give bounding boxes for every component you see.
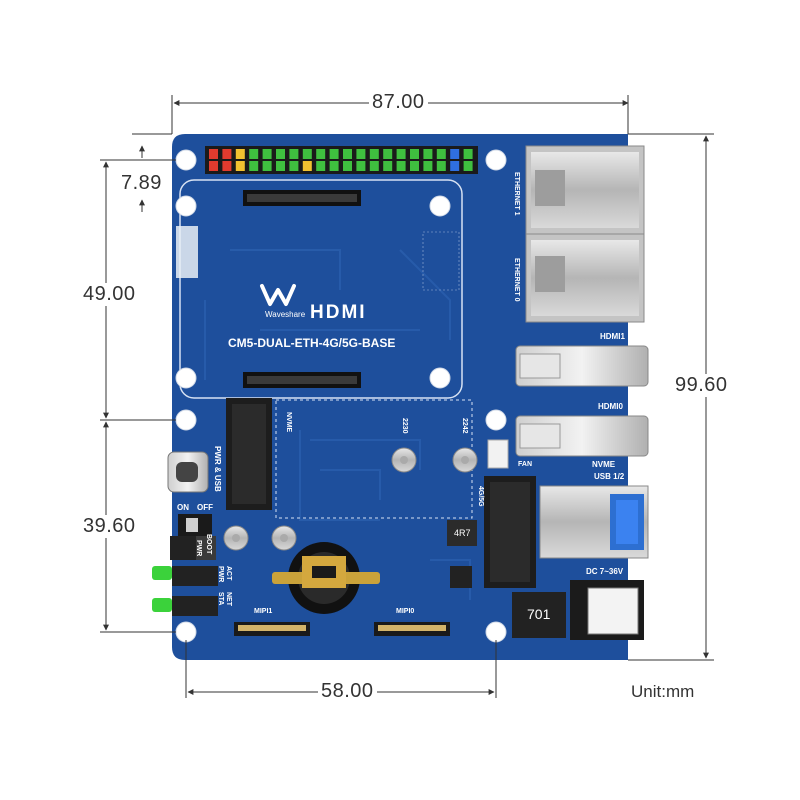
led-act xyxy=(152,566,218,586)
gpio-pin xyxy=(436,149,446,159)
waveshare-logo xyxy=(260,284,296,306)
gpio-pin xyxy=(329,149,339,159)
pwr-btn-label: PWR xyxy=(195,540,202,557)
unit-label: Unit:mm xyxy=(631,682,695,701)
dc-jack xyxy=(570,580,644,640)
pwr-button xyxy=(196,536,216,560)
hdmi0-port xyxy=(515,415,649,457)
gpio-pin xyxy=(369,161,379,171)
mipi1-label: MIPI1 xyxy=(254,608,273,615)
gpio-pin xyxy=(262,161,272,171)
gpio-pin xyxy=(209,161,218,171)
gpio-pin xyxy=(235,161,245,171)
act-label: ACT xyxy=(225,566,232,581)
inductor-label: 701 xyxy=(527,606,551,622)
boot-button xyxy=(170,536,196,560)
gpio-pin xyxy=(383,161,393,171)
fan-label: FAN xyxy=(518,461,532,468)
ic-small xyxy=(450,566,472,588)
mipi0-label: MIPI0 xyxy=(396,608,415,615)
ic-4r7-label: 4R7 xyxy=(454,528,471,538)
silk-tab xyxy=(176,226,198,278)
ethernet1-label: ETHERNET 1 xyxy=(513,172,520,216)
pwr-usb-label: PWR & USB xyxy=(213,446,222,492)
dim-width-label: 87.00 xyxy=(369,91,428,114)
gpio-pin xyxy=(289,161,299,171)
standoff-3 xyxy=(391,447,417,473)
pwr-led-label: PWR xyxy=(217,566,224,583)
gpio-pin xyxy=(450,161,460,171)
sta-label: STA xyxy=(217,592,224,606)
gpio-pin xyxy=(396,161,406,171)
net-label: NET xyxy=(225,592,232,606)
gpio-pin xyxy=(276,161,285,171)
standoff-2 xyxy=(271,525,297,551)
test-pad-array xyxy=(422,231,460,291)
fan-connector xyxy=(487,439,509,469)
gpio-pin xyxy=(316,161,326,171)
gpio-pin xyxy=(222,149,232,159)
rtc-battery-holder xyxy=(272,542,380,614)
dim-upper-label: 49.00 xyxy=(80,283,139,306)
gpio-pin xyxy=(436,161,446,171)
gpio-pin xyxy=(343,161,352,171)
gpio-pin xyxy=(276,149,285,159)
gpio-pin xyxy=(209,149,218,159)
ic-4r7 xyxy=(447,520,477,546)
dim-lower-label: 39.60 xyxy=(80,515,139,538)
gpio-pin xyxy=(423,161,433,171)
dim-offset-label: 7.89 xyxy=(118,172,165,195)
gpio-pin xyxy=(289,149,299,159)
hdmi0-label: HDMI0 xyxy=(598,402,623,411)
gpio-pin xyxy=(249,161,259,171)
gpio-pin xyxy=(262,149,272,159)
slot-4g5g-label: 4G/5G xyxy=(477,486,484,507)
inductor-701 xyxy=(512,592,566,638)
standoff-4 xyxy=(452,447,478,473)
switch-on-label: ON xyxy=(177,503,189,512)
gpio-pin xyxy=(316,149,326,159)
usb12-label: USB 1/2 xyxy=(594,472,625,481)
boot-label: BOOT xyxy=(205,534,212,555)
led-sta xyxy=(152,596,218,616)
ethernet-jack-0 xyxy=(525,233,645,323)
gpio-pin xyxy=(369,149,379,159)
gpio-pin xyxy=(302,149,312,159)
hdmi1-port xyxy=(515,345,649,387)
nvme-slot-label: NVME xyxy=(285,412,292,433)
gpio-pin xyxy=(396,149,406,159)
ethernet-jack-1 xyxy=(525,145,645,235)
dc-label: DC 7~36V xyxy=(586,567,624,576)
gpio-pin xyxy=(410,161,419,171)
gpio-pin xyxy=(356,161,366,171)
model-label: CM5-DUAL-ETH-4G/5G-BASE xyxy=(228,336,396,350)
gpio-pin xyxy=(249,149,259,159)
gpio-pin xyxy=(356,149,366,159)
ethernet0-label: ETHERNET 0 xyxy=(513,258,520,302)
gpio-pin xyxy=(450,149,460,159)
gpio-pin xyxy=(410,149,419,159)
usb3-port xyxy=(539,485,649,559)
dim-height-label: 99.60 xyxy=(672,374,731,397)
dim-hole-horiz-label: 58.00 xyxy=(318,680,377,703)
gpio-pin xyxy=(222,161,232,171)
gpio-pin xyxy=(463,161,473,171)
standoff-1 xyxy=(223,525,249,551)
cm5-outline xyxy=(179,179,463,399)
hdmi1-label: HDMI1 xyxy=(600,332,625,341)
gpio-pin xyxy=(383,149,393,159)
nvme-led-label: NVME xyxy=(592,460,616,469)
gpio-pin xyxy=(329,161,339,171)
m2-2242-label: 2242 xyxy=(461,418,468,434)
switch-off-label: OFF xyxy=(197,503,213,512)
gpio-pin xyxy=(302,161,312,171)
gpio-pin xyxy=(235,149,245,159)
brand-label: Waveshare xyxy=(265,310,306,319)
gpio-pin xyxy=(343,149,352,159)
gpio-pin xyxy=(423,149,433,159)
hdmi-logo: HDMI xyxy=(310,302,367,323)
gpio-pin xyxy=(463,149,473,159)
m2-2230-label: 2230 xyxy=(401,418,408,434)
